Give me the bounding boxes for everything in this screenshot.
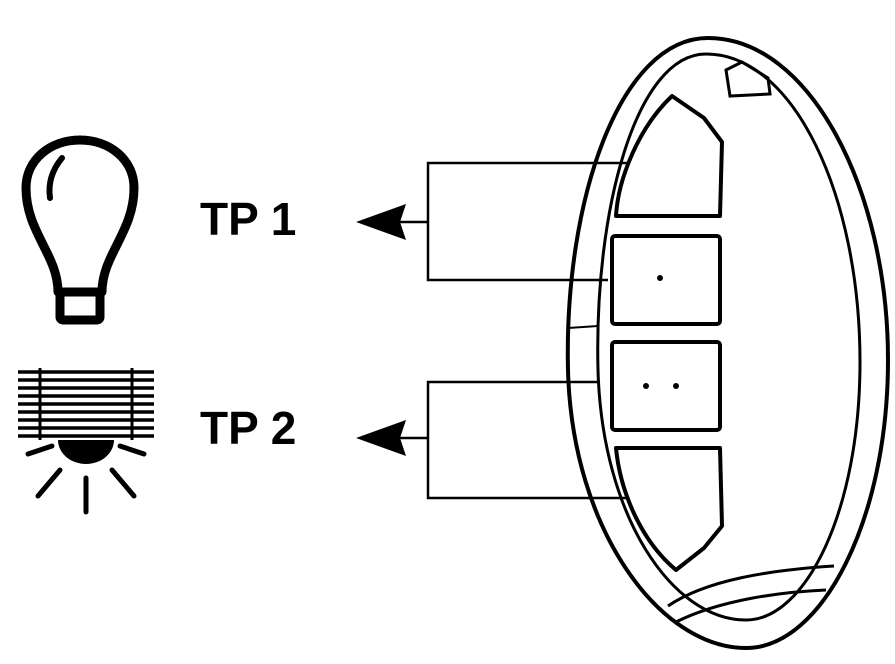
remote-button-1[interactable] [614,94,724,218]
tp2-bracket [400,380,626,500]
tp1-arrow [356,204,406,240]
blind-with-light-icon [18,368,154,515]
remote-outer-shell [565,35,891,651]
remote-inner-rim [596,52,862,622]
remote-bottom-cap [667,564,835,608]
tp1-bracket [400,161,628,282]
remote-button-4[interactable] [614,446,724,572]
tp2-arrow [356,420,406,456]
tp2-label: TP 2 [200,402,297,454]
tp1-label: TP 1 [200,193,297,245]
remote-control [565,35,891,651]
remote-clip [724,60,772,98]
light-bulb-icon [21,135,139,325]
remote-button-2[interactable] [610,234,722,326]
remote-button-3[interactable] [610,340,722,432]
